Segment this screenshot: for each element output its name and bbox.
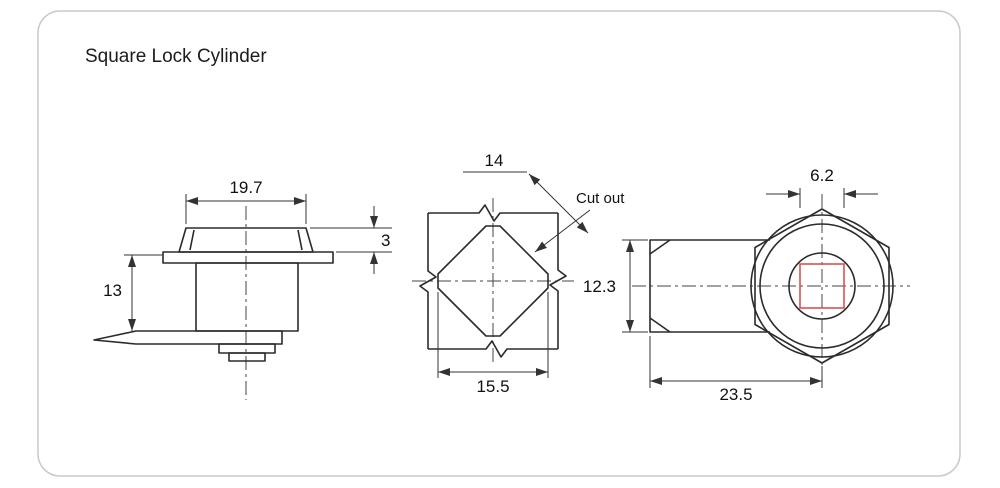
dim-cap-height-extensions <box>310 227 392 253</box>
face-ring-circle <box>759 223 885 349</box>
side-view: 19.7 3 13 <box>93 178 392 400</box>
dim-body-height-label: 13 <box>103 281 122 300</box>
face-outer-circle <box>750 214 894 358</box>
dim-square-size-line <box>528 173 589 234</box>
dim-square-size-label: 14 <box>485 151 504 170</box>
cam-lever-outline <box>93 330 283 345</box>
hex-nut-outline <box>754 208 890 364</box>
cam-screw-outline <box>228 352 266 362</box>
dim-cap-height-label: 3 <box>381 231 390 250</box>
cap-edge-lines <box>189 229 303 251</box>
dim-across-flats-extensions <box>437 292 549 378</box>
face-body-outline <box>649 239 770 333</box>
panel-top-edge <box>428 204 558 222</box>
panel-left-edge <box>419 213 437 349</box>
dim-across-flats-label: 15.5 <box>476 377 509 396</box>
cutout-view: 14 Cut out 15.5 <box>412 151 625 396</box>
panel-right-edge <box>549 213 567 349</box>
dim-top-width-label: 19.7 <box>229 178 262 197</box>
cutout-square-outline <box>437 225 549 337</box>
panel-bottom-edge <box>428 340 558 358</box>
square-hole-highlight <box>799 263 845 309</box>
face-view: 6.2 12.3 23.5 <box>583 166 910 404</box>
dim-hole-width-label: 6.2 <box>810 166 834 185</box>
cutout-note-label: Cut out <box>576 190 625 207</box>
dim-face-height-label: 12.3 <box>583 277 616 296</box>
face-plug-circle <box>788 252 856 320</box>
frame-border <box>37 10 961 477</box>
page-title: Square Lock Cylinder <box>85 46 267 67</box>
cutout-note-leader <box>534 209 591 253</box>
dim-total-length-label: 23.5 <box>719 385 752 404</box>
face-body-chamfers <box>649 239 671 333</box>
